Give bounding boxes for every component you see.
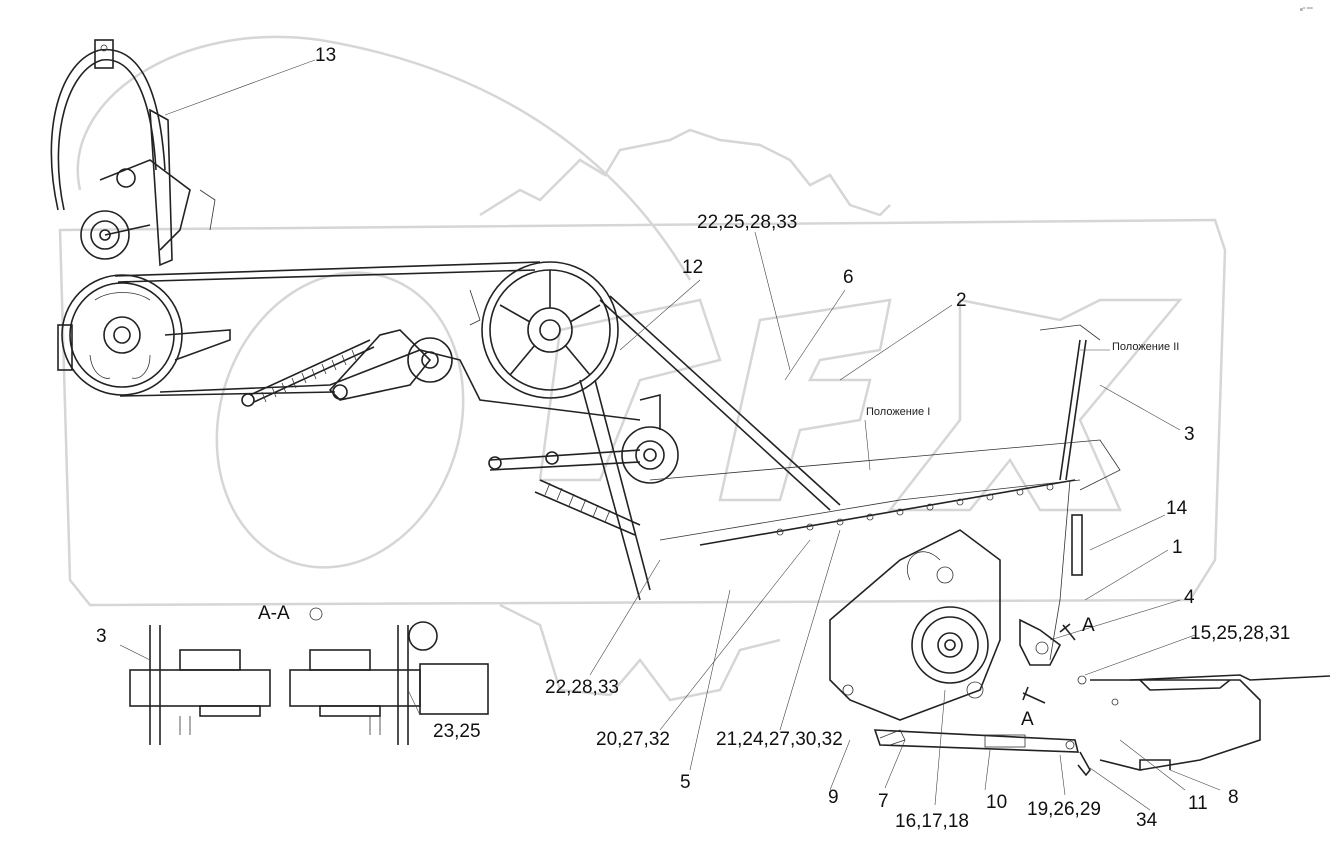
watermark xyxy=(58,35,1227,702)
middle-idler xyxy=(488,393,679,536)
label-8: 8 xyxy=(1228,787,1239,808)
label-7: 7 xyxy=(878,791,889,812)
label-34: 34 xyxy=(1136,810,1158,831)
label-11: 11 xyxy=(1188,793,1208,814)
label-16-17-18: 16,17,18 xyxy=(895,811,969,832)
right-rod xyxy=(1049,339,1087,661)
main-belt xyxy=(114,261,641,421)
label-20-27-32: 20,27,32 xyxy=(596,729,670,750)
label-23-25: 23,25 xyxy=(433,721,481,742)
label-1: 1 xyxy=(1172,537,1183,558)
label-12: 12 xyxy=(682,257,703,278)
position-1-label: Положение I xyxy=(866,406,930,418)
left-tension-spring xyxy=(241,329,453,407)
cut-mark-a-lower: A xyxy=(1021,709,1034,730)
label-3-section: 3 xyxy=(96,626,107,647)
label-10: 10 xyxy=(986,792,1007,813)
label-6: 6 xyxy=(843,267,854,288)
label-21-24-27-30-32: 21,24,27,30,32 xyxy=(716,729,843,750)
leader-lines xyxy=(119,59,1221,811)
corner-mark: e⁰ ⁰⁰⁰ xyxy=(1300,7,1313,13)
right-bracket xyxy=(1077,674,1331,771)
label-4: 4 xyxy=(1184,587,1195,608)
label-15-25-28-31: 15,25,28,31 xyxy=(1190,623,1290,644)
label-22-28-33: 22,28,33 xyxy=(545,677,619,698)
label-2: 2 xyxy=(956,290,967,311)
label-19-26-29: 19,26,29 xyxy=(1027,799,1101,820)
frame-members xyxy=(579,295,1121,601)
cut-mark-a-upper: A xyxy=(1082,615,1095,636)
label-13: 13 xyxy=(315,45,336,66)
left-drive-pulley xyxy=(57,274,231,396)
cut-marks xyxy=(1022,623,1076,704)
large-pulley xyxy=(469,261,619,399)
lower-sprocket xyxy=(829,529,1062,721)
label-22-25-28-33: 22,25,28,33 xyxy=(697,212,797,233)
section-detail xyxy=(129,607,489,745)
bottom-rod xyxy=(873,729,1091,777)
chain xyxy=(699,479,1076,546)
upper-left-assembly xyxy=(50,39,216,267)
label-14: 14 xyxy=(1166,498,1188,519)
label-3-right: 3 xyxy=(1184,424,1195,445)
section-title: A-A xyxy=(258,603,290,624)
label-5: 5 xyxy=(680,772,691,793)
position-2-label: Положение II xyxy=(1112,341,1179,353)
label-9: 9 xyxy=(828,787,839,808)
